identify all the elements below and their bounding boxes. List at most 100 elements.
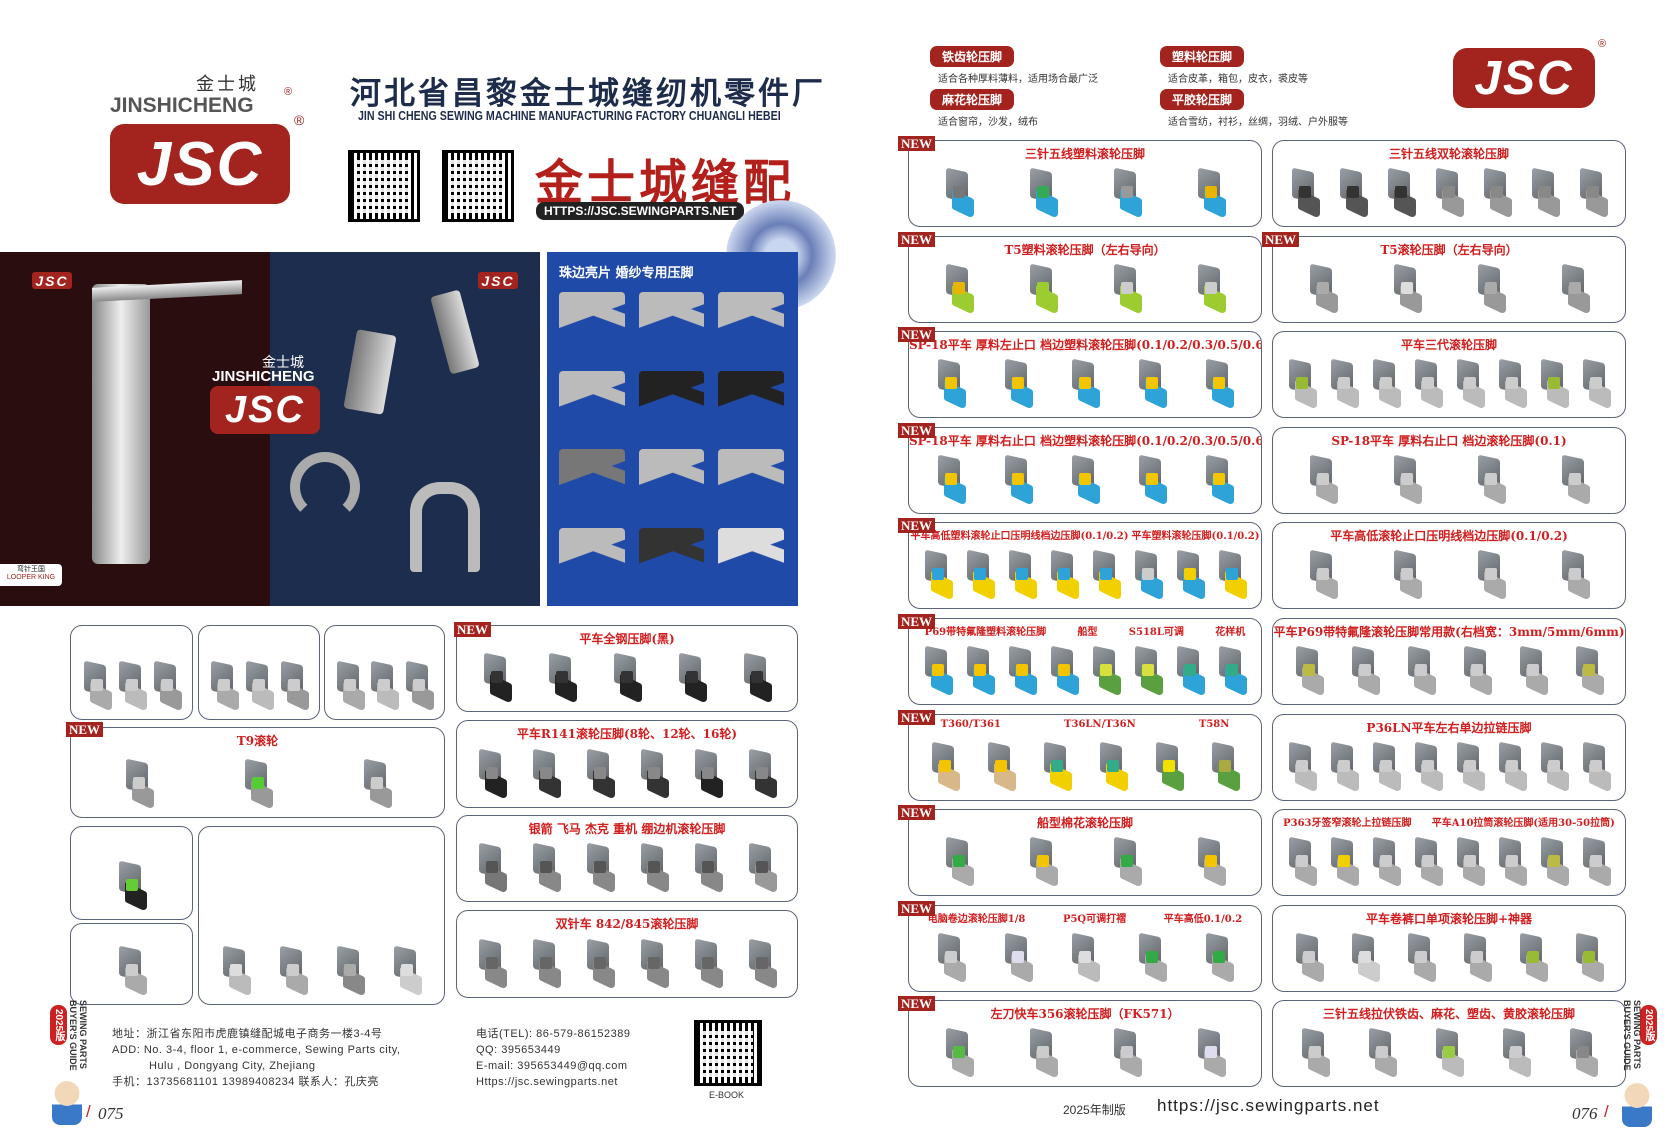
presser-foot-image bbox=[1499, 1028, 1533, 1080]
presser-foot-image bbox=[1474, 263, 1508, 315]
product-box[interactable]: SP-18平车 厚料右止口 档边滚轮压脚(0.1) bbox=[1272, 426, 1626, 514]
factory-name-cn: 河北省昌黎金士城缝纫机零件厂 bbox=[350, 76, 826, 112]
presser-foot-image bbox=[1453, 836, 1487, 889]
presser-foot-image bbox=[637, 938, 671, 991]
product-box-roller[interactable] bbox=[70, 826, 193, 920]
product-box-part[interactable] bbox=[70, 923, 193, 1005]
product-box-feed-plates[interactable] bbox=[198, 826, 445, 1005]
product-box[interactable]: 左刀快车356滚轮压脚（FK571） bbox=[908, 1000, 1262, 1088]
presser-foot-image bbox=[529, 842, 563, 895]
presser-foot-image bbox=[1495, 741, 1529, 793]
presser-foot-image bbox=[367, 660, 401, 713]
product-box[interactable]: P36LN平车左右单边拉链压脚 bbox=[1272, 713, 1626, 801]
presser-foot-image bbox=[583, 842, 617, 895]
qq-number: QQ: 395653449 bbox=[476, 1044, 561, 1056]
presser-foot-image bbox=[1285, 741, 1319, 793]
product-box[interactable]: 平车P69带特氟隆滚轮压脚常用款(右档宽：3mm/5mm/6mm) bbox=[1272, 618, 1626, 705]
presser-foot-image bbox=[1096, 741, 1130, 793]
banner-jsc-logo: JSC bbox=[32, 272, 72, 289]
product-box[interactable]: SP-18平车 厚料右止口 档边塑料滚轮压脚(0.1/0.2/0.3/0.5/0… bbox=[908, 426, 1262, 514]
legend-desc: 适合窗帘，沙发，绒布 bbox=[938, 117, 1038, 128]
box-title: T5塑料滚轮压脚（左右导向） bbox=[1004, 242, 1166, 257]
product-box-parts[interactable] bbox=[198, 625, 320, 720]
presser-foot-image bbox=[691, 842, 725, 895]
product-box[interactable]: 平车三代滚轮压脚 bbox=[1272, 331, 1626, 419]
brand-name-en: JINSHICHENG bbox=[110, 94, 254, 117]
product-box[interactable]: 三针五线拉伏铁齿、麻花、塑齿、黄胶滚轮压脚 bbox=[1272, 1000, 1626, 1088]
new-badge: NEW bbox=[898, 900, 936, 916]
looper-part-image bbox=[290, 452, 360, 522]
presser-foot-image bbox=[475, 938, 509, 991]
product-box[interactable]: T5塑料滚轮压脚（左右导向） bbox=[908, 235, 1262, 323]
box-title: 双针车 842/845滚轮压脚 bbox=[555, 917, 699, 931]
presser-foot-image bbox=[1068, 454, 1102, 506]
product-box-r141[interactable]: 平车R141滚轮压脚(8轮、12轮、16轮) bbox=[456, 720, 798, 808]
side-buyers-guide: SEWING PARTS BUYER'S GUIDE bbox=[1622, 1000, 1642, 1071]
product-box-parts[interactable] bbox=[70, 625, 193, 720]
panel-title: 珠边亮片 婚纱专用压脚 bbox=[559, 266, 694, 281]
product-box-black-steel[interactable]: 平车全钢压脚(黑) bbox=[456, 625, 798, 712]
presser-foot-image bbox=[1369, 358, 1403, 411]
website-pill[interactable]: HTTPS://JSC.SEWINGPARTS.NET bbox=[536, 202, 745, 220]
wechat-qr-code bbox=[348, 150, 420, 222]
presser-foot-image bbox=[1404, 932, 1438, 984]
product-box[interactable]: 平车卷裤口单项滚轮压脚+神器 bbox=[1272, 904, 1626, 992]
product-box[interactable]: 平车高低滚轮止口压明线档边压脚(0.1/0.2) bbox=[1272, 522, 1626, 610]
presser-foot-image bbox=[1135, 358, 1169, 411]
box-title: 平车塑料滚轮压脚(0.1/0.2) bbox=[1131, 531, 1260, 543]
presser-foot-image bbox=[333, 660, 367, 713]
product-box-842-845[interactable]: 双针车 842/845滚轮压脚 bbox=[456, 910, 798, 998]
presser-foot-image bbox=[1110, 1028, 1144, 1080]
new-badge: NEW bbox=[898, 231, 936, 247]
address-en: ADD: No. 3-4, floor 1, e-commerce, Sewin… bbox=[112, 1044, 401, 1056]
presser-foot-image bbox=[1194, 167, 1228, 220]
new-badge: NEW bbox=[454, 622, 492, 637]
box-title: 电脑卷边滚轮压脚1/8 bbox=[927, 913, 1026, 925]
looper-king-cn: 弯针王国 bbox=[17, 566, 45, 573]
presser-feet-grid bbox=[559, 292, 784, 592]
website-url[interactable]: https://jsc.sewingparts.net bbox=[1157, 1096, 1380, 1115]
presser-foot-image bbox=[610, 652, 644, 705]
presser-foot-image bbox=[1026, 167, 1060, 220]
product-box[interactable]: 船型棉花滚轮压脚 bbox=[908, 809, 1262, 897]
product-box[interactable]: 三针五线塑料滚轮压脚 bbox=[908, 140, 1262, 227]
presser-foot-image bbox=[1005, 550, 1039, 602]
presser-foot-image bbox=[1480, 167, 1514, 220]
slogan: 金士城缝配 bbox=[535, 157, 796, 210]
presser-foot-image bbox=[559, 527, 625, 592]
new-badge: NEW bbox=[898, 805, 936, 821]
box-title: P363牙签窄滚轮上拉链压脚 bbox=[1283, 818, 1412, 830]
product-box[interactable]: T5滚轮压脚（左右导向） bbox=[1272, 235, 1626, 323]
presser-foot-image bbox=[333, 945, 367, 998]
presser-foot-image bbox=[1327, 358, 1361, 411]
new-badge: NEW bbox=[898, 136, 936, 151]
product-box[interactable]: 平车高低塑料滚轮止口压明线档边压脚(0.1/0.2)平车塑料滚轮压脚(0.1/0… bbox=[908, 522, 1262, 610]
presser-foot-image bbox=[1110, 167, 1144, 220]
box-title: 平车高低滚轮止口压明线档边压脚(0.1/0.2) bbox=[1330, 529, 1568, 544]
presser-foot-image bbox=[1215, 645, 1249, 698]
jsc-logo: JSC bbox=[110, 124, 290, 204]
product-box-overlock[interactable]: 银箭 飞马 杰克 重机 绷边机滚轮压脚 bbox=[456, 815, 798, 902]
product-box-parts[interactable] bbox=[324, 625, 445, 720]
presser-foot-image bbox=[718, 292, 784, 357]
presser-foot-image bbox=[480, 652, 514, 705]
presser-foot-image bbox=[1579, 741, 1613, 793]
website-link[interactable]: Https://jsc.sewingparts.net bbox=[476, 1076, 618, 1088]
presser-foot-image bbox=[942, 1028, 976, 1080]
side-buyers-guide: SEWING PARTS BUYER'S GUIDE bbox=[68, 1000, 88, 1071]
presser-foot-image bbox=[963, 645, 997, 698]
product-box-t9[interactable]: T9滚轮 bbox=[70, 727, 445, 818]
presser-foot-image bbox=[583, 938, 617, 991]
email[interactable]: E-mail: 395653449@qq.com bbox=[476, 1060, 628, 1072]
presser-foot-image bbox=[675, 652, 709, 705]
product-box[interactable]: 三针五线双轮滚轮压脚 bbox=[1272, 140, 1626, 227]
box-title: 花样机 bbox=[1215, 627, 1246, 638]
product-box[interactable]: P363牙签窄滚轮上拉链压脚平车A10拉筒滚轮压脚(适用30-50拉筒) bbox=[1272, 809, 1626, 897]
product-box[interactable]: SP-18平车 厚料左止口 档边塑料滚轮压脚(0.1/0.2/0.3/0.5/0… bbox=[908, 331, 1262, 419]
presser-foot-image bbox=[1001, 358, 1035, 411]
box-title: 平车卷裤口单项滚轮压脚+神器 bbox=[1365, 911, 1533, 926]
ebook-qr-code[interactable] bbox=[694, 1020, 762, 1086]
